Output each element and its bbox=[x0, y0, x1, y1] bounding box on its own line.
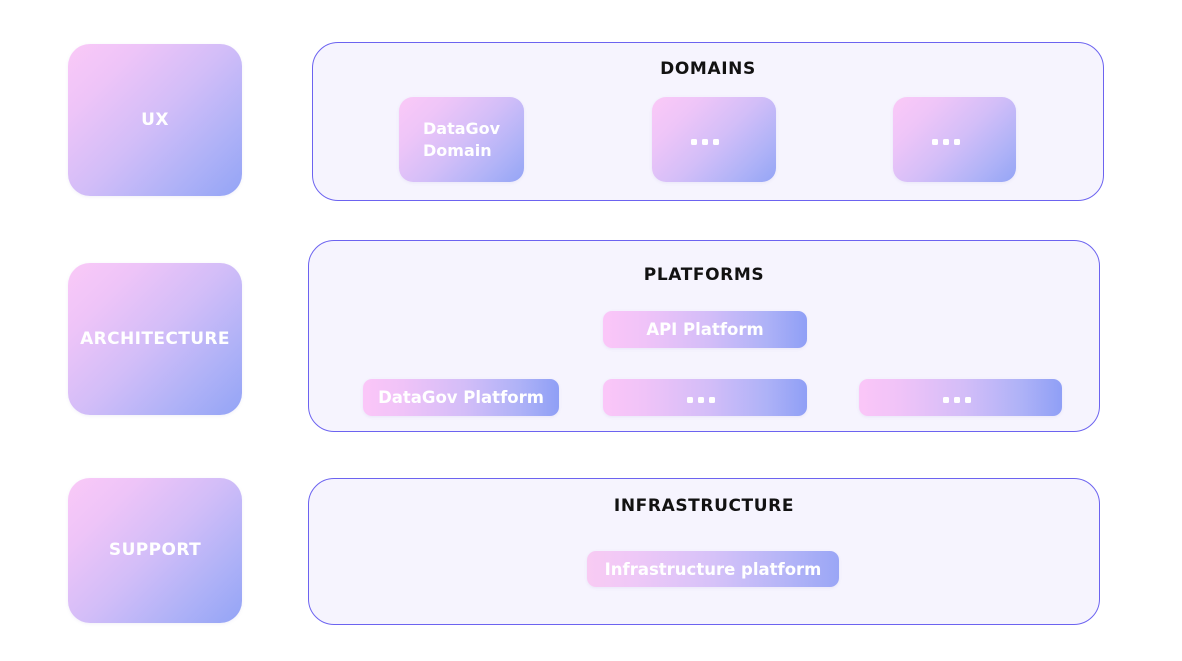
platform-pill-label: DataGov Platform bbox=[378, 388, 544, 407]
pillar-label-architecture: ARCHITECTURE bbox=[80, 328, 230, 349]
ellipsis-icon bbox=[942, 397, 971, 403]
platform-pill-placeholder-1[interactable] bbox=[603, 379, 807, 416]
pillar-card-support[interactable]: SUPPORT bbox=[68, 478, 242, 623]
pillar-card-ux[interactable]: UX bbox=[68, 44, 242, 196]
panel-title-infrastructure: INFRASTRUCTURE bbox=[613, 496, 795, 516]
platform-pill-label bbox=[942, 388, 971, 407]
platform-pill-api[interactable]: API Platform bbox=[603, 311, 807, 348]
platform-pill-label bbox=[687, 388, 715, 407]
platform-pill-placeholder-2[interactable] bbox=[859, 379, 1062, 416]
domain-card-label bbox=[931, 129, 960, 150]
layer-panel-infrastructure: INFRASTRUCTURE Infrastructure platform bbox=[308, 478, 1100, 625]
platform-pill-datagov[interactable]: DataGov Platform bbox=[363, 379, 559, 416]
ellipsis-icon bbox=[691, 138, 719, 145]
pillar-label-support: SUPPORT bbox=[108, 540, 202, 561]
ellipsis-icon bbox=[931, 138, 960, 145]
domain-card-placeholder-1[interactable] bbox=[652, 97, 776, 182]
panel-title-platforms: PLATFORMS bbox=[643, 265, 765, 285]
domain-card-label: DataGov Domain bbox=[423, 119, 501, 160]
infrastructure-platform-label: Infrastructure platform bbox=[604, 559, 822, 579]
domain-card-placeholder-2[interactable] bbox=[893, 97, 1016, 182]
pillar-card-architecture[interactable]: ARCHITECTURE bbox=[68, 263, 242, 415]
layer-panel-domains: DOMAINS DataGov Domain bbox=[312, 42, 1104, 201]
infrastructure-platform-pill[interactable]: Infrastructure platform bbox=[587, 551, 839, 587]
pillar-label-ux: UX bbox=[141, 109, 169, 130]
panel-title-domains: DOMAINS bbox=[660, 59, 756, 79]
domain-card-datagov[interactable]: DataGov Domain bbox=[399, 97, 524, 182]
layer-panel-platforms: PLATFORMS API Platform DataGov Platform bbox=[308, 240, 1100, 432]
domain-card-label bbox=[691, 129, 719, 150]
ellipsis-icon bbox=[687, 397, 715, 403]
platform-pill-label: API Platform bbox=[646, 320, 764, 339]
